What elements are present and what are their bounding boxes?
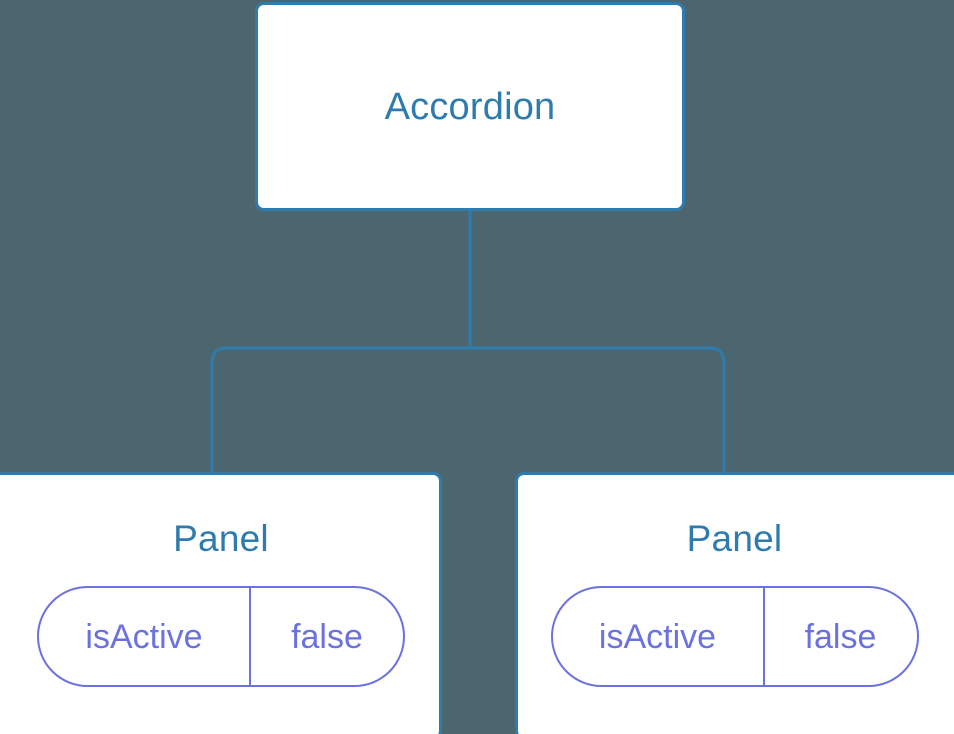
- panel-right-state-value: false: [804, 617, 877, 656]
- panel-left-content: Panel isActive false: [0, 475, 439, 734]
- node-panel-left[interactable]: Panel isActive false: [0, 472, 442, 734]
- node-panel-right-label: Panel: [686, 518, 783, 559]
- edge-accordion-to-panel-right: [468, 209, 726, 478]
- panel-right-state-key: isActive: [553, 588, 765, 685]
- node-panel-right[interactable]: Panel isActive false: [515, 472, 954, 734]
- node-accordion-label: Accordion: [384, 85, 556, 128]
- node-panel-left-label: Panel: [173, 518, 269, 559]
- panel-left-state-pill[interactable]: isActive false: [37, 586, 405, 687]
- node-accordion[interactable]: Accordion: [255, 2, 685, 211]
- edge-accordion-to-panel-left: [210, 209, 472, 478]
- panel-left-state-key: isActive: [39, 588, 251, 685]
- panel-left-state-value: false: [291, 617, 363, 656]
- panel-right-state-pill[interactable]: isActive false: [550, 586, 919, 687]
- panel-right-content: Panel isActive false: [518, 475, 954, 734]
